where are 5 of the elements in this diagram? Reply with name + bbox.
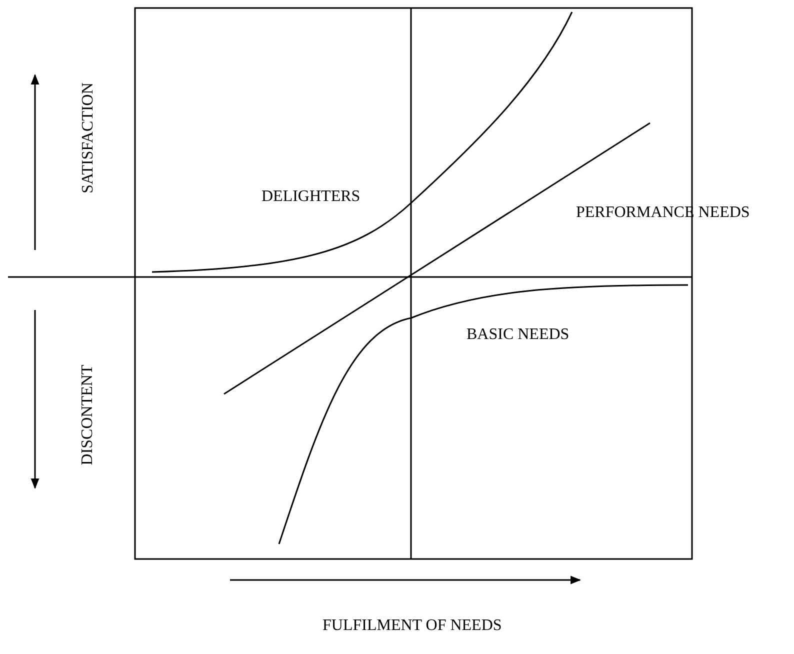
axis-label: DISCONTENT [80,364,96,466]
curve-label: DELIGHTERS [262,189,360,205]
axis-label: FULFILMENT OF NEEDS [322,618,502,634]
axis-label: SATISFACTION [80,82,96,194]
curve-label: BASIC NEEDS [466,327,570,343]
